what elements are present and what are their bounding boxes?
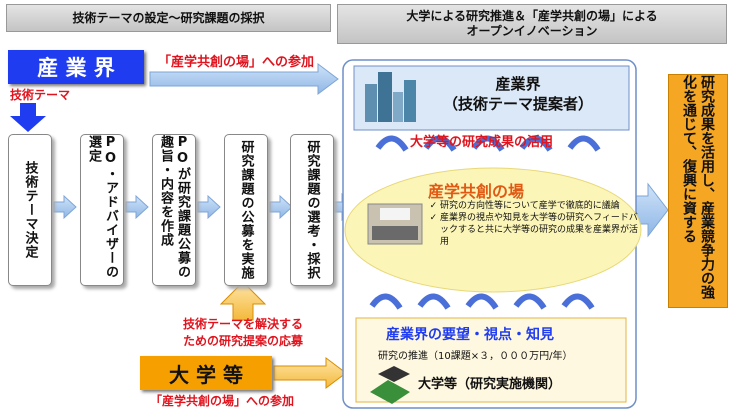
place-bullets: 研究の方向性等について産学で徹底的に議論 産業界の視点や知見を大学等の研究へフィ… (428, 200, 640, 248)
tech-theme-down-arrow (10, 103, 46, 132)
graduation-icon (370, 366, 410, 404)
university-label: 大 学 等 (140, 356, 272, 390)
step-tech-theme-decision: 技術テーマ決定 (8, 134, 52, 286)
building-icon (365, 72, 416, 122)
proposal-up-arrow (219, 281, 267, 321)
university-participation-text: 「産学共創の場」への参加 (150, 394, 295, 408)
tech-theme-text: 技術テーマ (10, 88, 71, 102)
outcome-box: 研究成果を活用し、産業競争力の強化を通じて、復興に資する (668, 74, 728, 308)
header-right-line1: 大学による研究推進＆「産学共創の場」による (406, 9, 658, 23)
place-ellipse (344, 167, 642, 293)
step-call-for-proposals: 研究課題の公募を実施 (224, 134, 268, 286)
step-selection-adoption: 研究課題の選考・採択 (290, 134, 334, 286)
header-left: 技術テーマの設定～研究課題の採択 (6, 4, 331, 32)
proposal-line1: 技術テーマを解決する (182, 317, 303, 331)
place-bullet-2: 産業界の視点や知見を大学等の研究へフィードバックすると共に大学等の研究の成果を産… (440, 212, 640, 248)
step-arrow-2 (125, 194, 149, 220)
step-arrow-3 (197, 194, 221, 220)
industry-participation-text: 「産学共創の場」への参加 (158, 55, 315, 70)
step-arrow-4 (269, 194, 293, 220)
step-po-selection: PO・アドバイザーの選定 (80, 134, 124, 286)
industry-box-line2: （技術テーマ提案者） (442, 95, 593, 113)
meeting-photo (367, 203, 423, 245)
curved-arrows-top (375, 135, 601, 152)
curved-arrows-bottom (369, 293, 595, 310)
industry-box-line1: 産業界 (495, 75, 541, 93)
step-po-create-call: POが研究課題公募の趣旨・内容を作成 (152, 134, 196, 286)
place-title: 産学共創の場 (428, 182, 525, 201)
proposal-line2: ための研究提案の応募 (182, 334, 303, 348)
demands-text: 産業界の要望・視点・知見 (386, 327, 554, 343)
header-right-line2: オープンイノベーション (466, 24, 598, 38)
step-arrow-1 (53, 194, 77, 220)
industry-label: 産 業 界 (8, 50, 144, 84)
place-bullet-1: 研究の方向性等について産学で徹底的に議論 (440, 200, 640, 212)
university-participation-arrow (273, 357, 347, 389)
industry-participation-arrow (149, 63, 339, 95)
industry-box-title: 産業界 （技術テーマ提案者） (418, 74, 618, 114)
university-box-text: 大学等（研究実施機関） (418, 377, 562, 392)
promotion-text: 研究の推進（10課題×３，０００万円/年） (378, 351, 573, 362)
utilization-text: 大学等の研究成果の活用 (410, 135, 554, 150)
header-right: 大学による研究推進＆「産学共創の場」による オープンイノベーション (337, 4, 727, 44)
proposal-text: 技術テーマを解決する ための研究提案の応募 (168, 316, 318, 350)
